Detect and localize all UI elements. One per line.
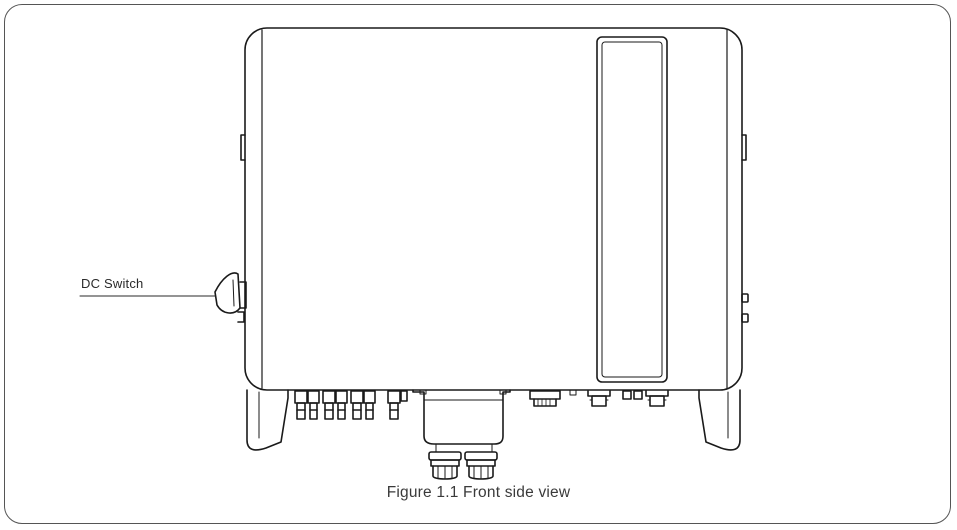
figure-caption: Figure 1.1 Front side view bbox=[386, 484, 571, 501]
right-connector-1 bbox=[587, 390, 611, 407]
figure-frame bbox=[4, 4, 951, 524]
inverter-housing bbox=[240, 27, 747, 391]
ac-output-box bbox=[412, 389, 511, 453]
dc-switch bbox=[214, 272, 247, 323]
cable-gland-left bbox=[428, 451, 462, 480]
middle-ports bbox=[622, 390, 643, 400]
right-mounting-foot bbox=[698, 389, 741, 451]
left-mounting-foot bbox=[246, 389, 289, 451]
dc-input-connectors bbox=[294, 390, 408, 420]
display-window bbox=[596, 36, 668, 383]
cable-gland-right bbox=[464, 451, 498, 480]
right-connector-2 bbox=[645, 390, 669, 407]
dc-switch-label: DC Switch bbox=[81, 276, 144, 291]
vent-valves bbox=[419, 389, 577, 396]
side-ports bbox=[741, 293, 749, 323]
communication-port bbox=[529, 390, 561, 407]
